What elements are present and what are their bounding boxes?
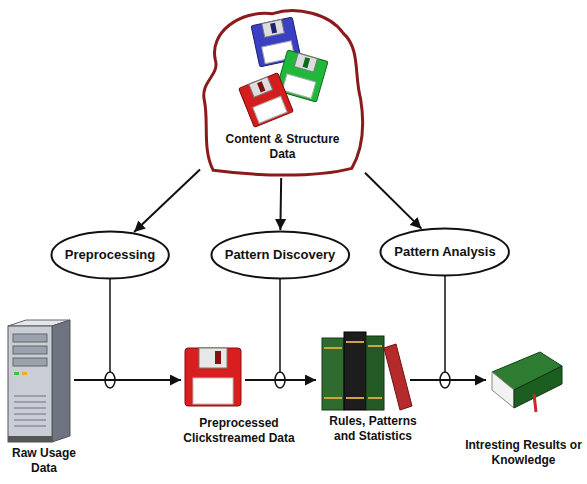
icon-area	[185, 348, 241, 406]
flow-arrow	[134, 169, 200, 232]
data-store-node: Rules, Patterns and Statistics	[318, 328, 428, 444]
data-store-node: Intresting Results or Knowledge	[464, 352, 583, 468]
process-ellipse: Pattern Analysis	[379, 227, 510, 277]
flow-arrow	[365, 173, 421, 229]
server-icon	[8, 320, 70, 442]
flow-arrow	[74, 379, 181, 381]
node-label: Rules, Patterns and Statistics	[318, 414, 428, 444]
node-label: Preprocessing	[65, 247, 155, 263]
icon-area	[320, 328, 406, 410]
node-label: Raw Usage Data	[4, 446, 84, 476]
data-source-cloud: Content & Structure Data	[200, 4, 365, 178]
node-label: Pattern Analysis	[394, 244, 495, 260]
book-icon	[492, 352, 562, 412]
icon-area	[490, 352, 560, 412]
books-icon	[322, 332, 412, 410]
data-store-node: Preprocessed Clickstreamed Data	[172, 348, 306, 446]
icon-area	[8, 318, 70, 442]
process-ellipse: Pattern Discovery	[210, 230, 351, 280]
icon-area	[200, 4, 365, 132]
process-ellipse: Preprocessing	[50, 230, 170, 280]
flow-arrow	[279, 178, 282, 230]
node-label: Preprocessed Clickstreamed Data	[172, 416, 306, 446]
floppy-disk-icon	[185, 348, 241, 406]
node-label: Content & Structure Data	[200, 132, 365, 162]
flow-arrow	[245, 379, 316, 381]
flow-arrow	[410, 379, 486, 381]
data-store-node: Raw Usage Data	[4, 318, 84, 476]
node-label: Intresting Results or Knowledge	[464, 438, 583, 468]
floppy-disk-icon	[239, 73, 294, 128]
node-label: Pattern Discovery	[225, 247, 336, 263]
